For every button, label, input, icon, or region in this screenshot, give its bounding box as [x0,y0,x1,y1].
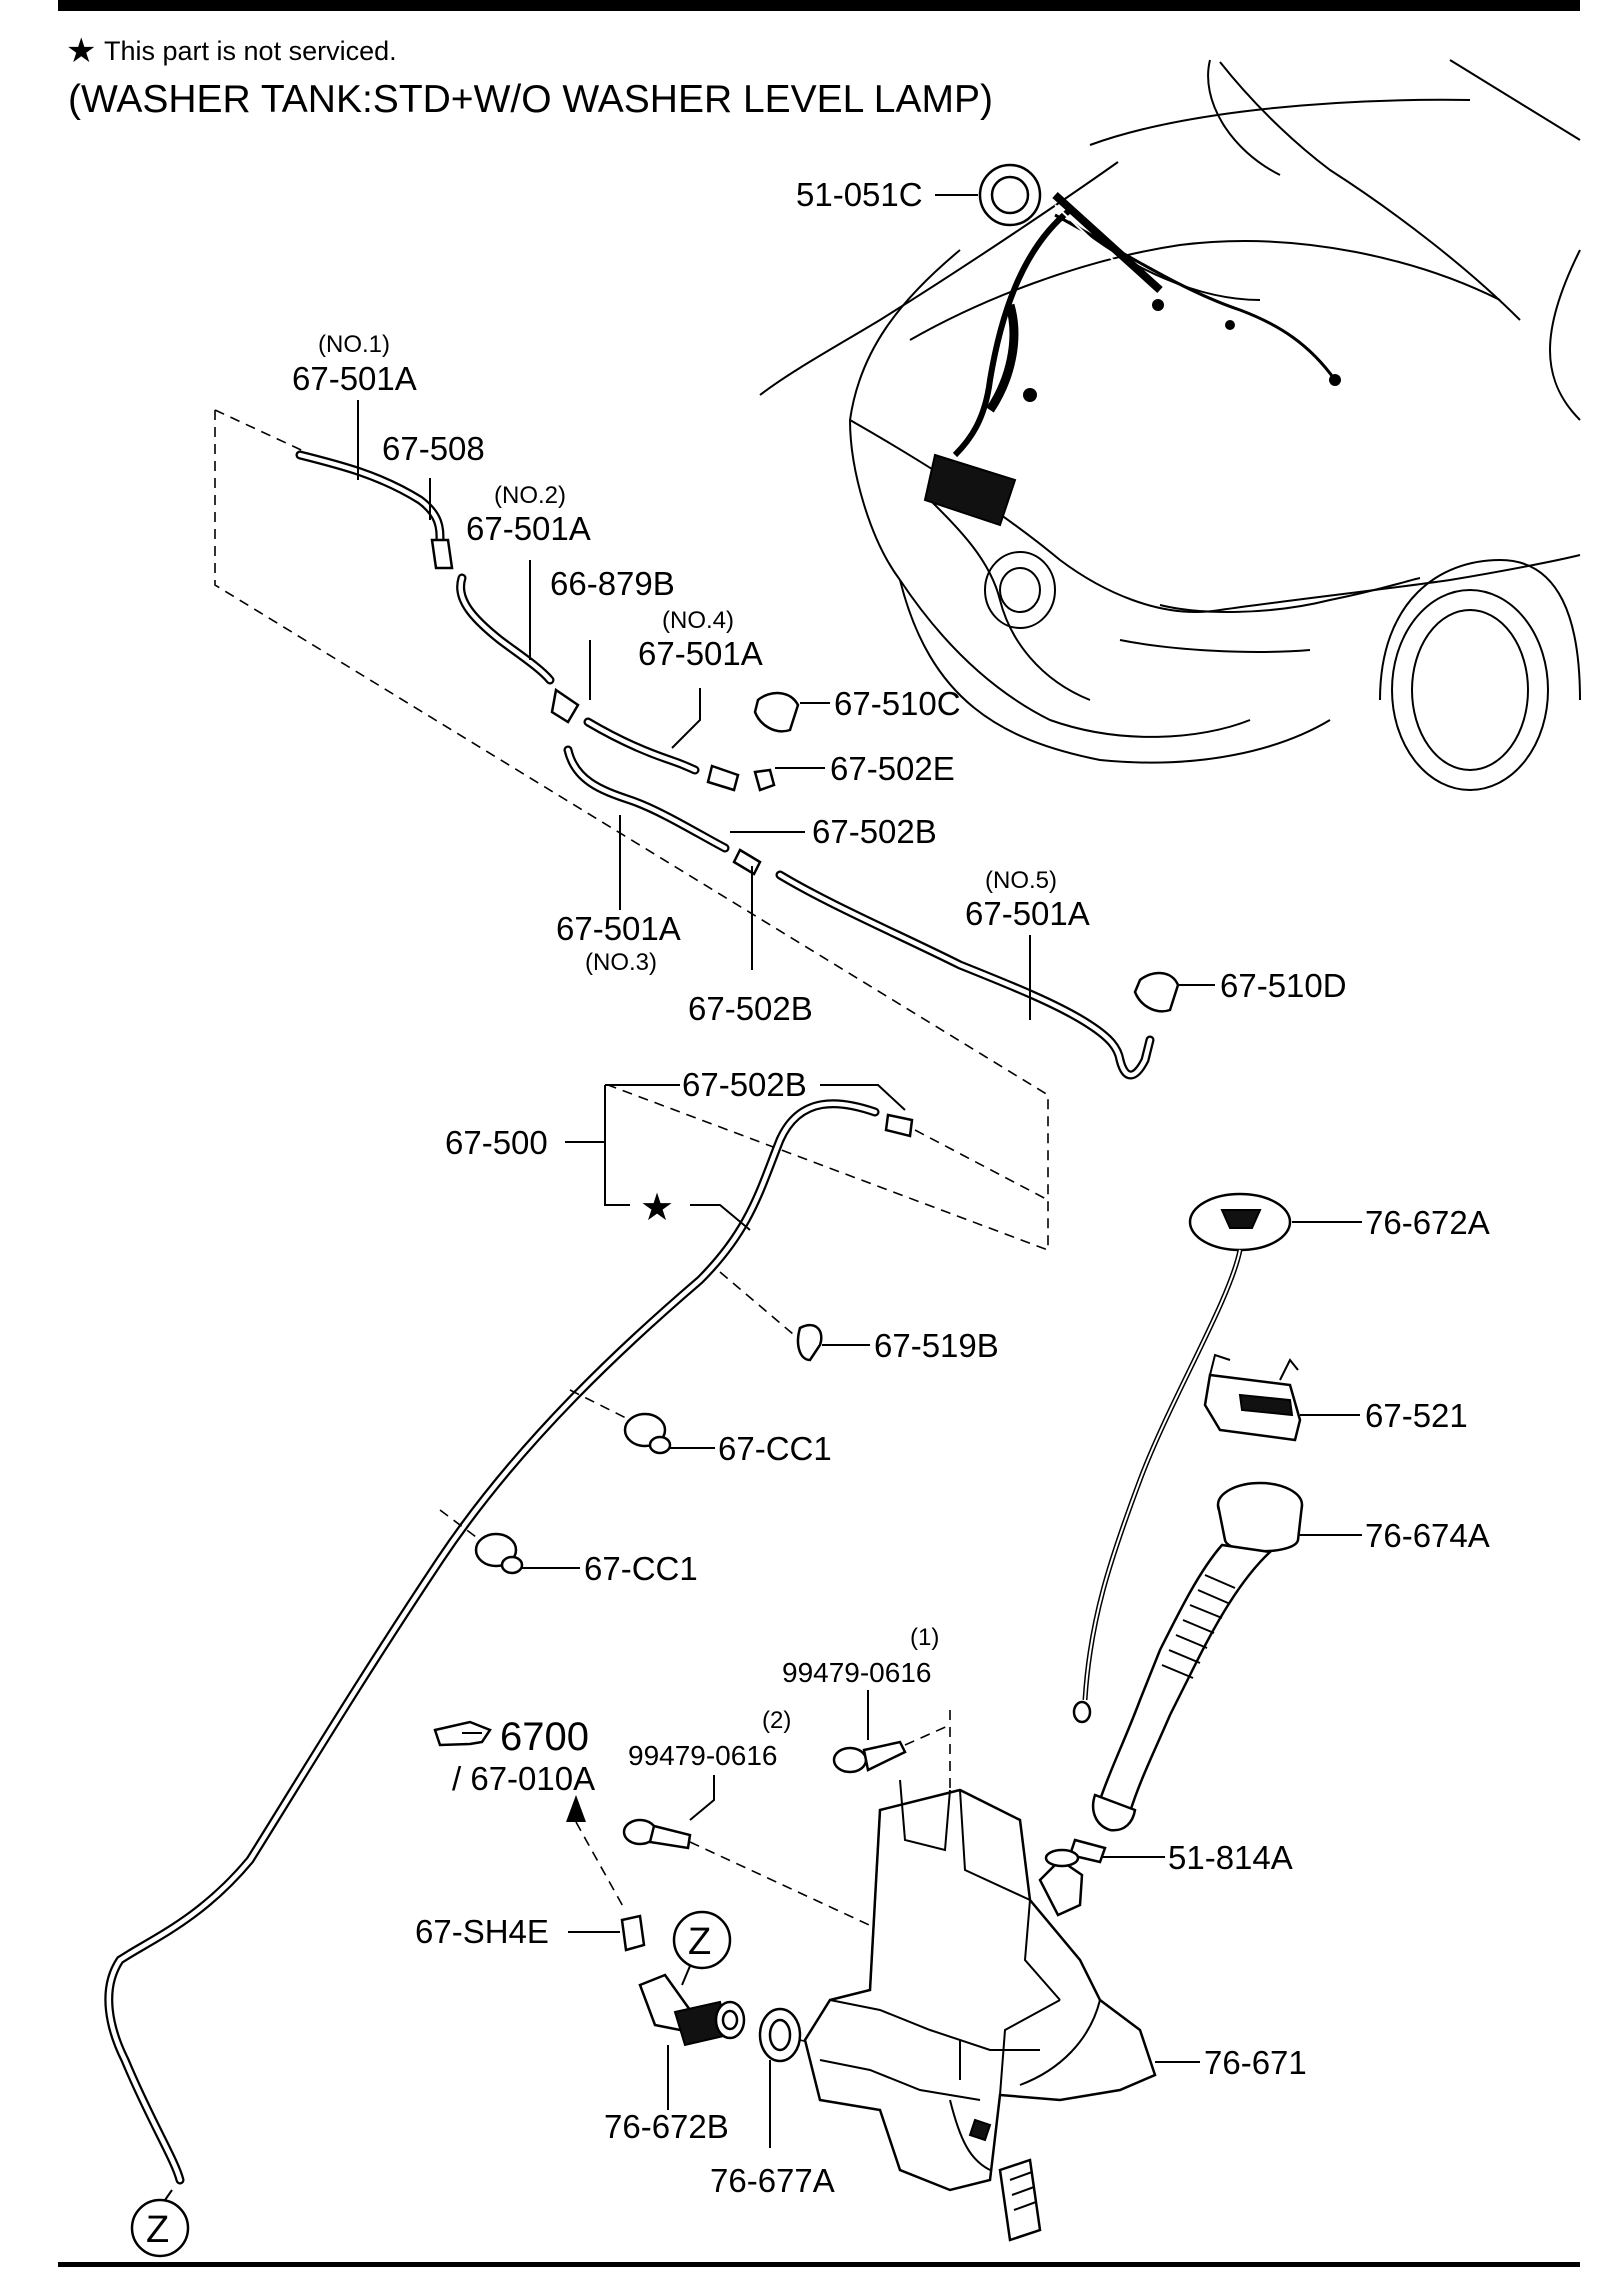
label-67-501a-no2: 67-501A [466,510,591,547]
label-67-sh4e: 67-SH4E [415,1913,549,1950]
connector-67-sh4e [620,1914,646,1952]
label-76-671: 76-671 [1204,2044,1307,2081]
reference-code: 6700 [500,1715,589,1759]
washer-tank-76-671 [803,1779,1157,2242]
ref-z-bottom: Z [146,2209,169,2251]
not-serviced-star: ★ [640,1187,674,1229]
screw-99479-0616-1 [832,1740,907,1774]
notice-star: ★ [66,32,96,70]
bottom-border [58,2262,1580,2267]
label-67-508: 67-508 [382,430,485,467]
reference-hand-icon [433,1720,492,1747]
label-qty-1: (1) [910,1624,939,1651]
label-no3: (NO.3) [585,949,657,976]
label-67-502b-c: 67-502B [682,1066,807,1103]
ref-circle-z-pump [672,1910,732,1970]
label-76-672b: 76-672B [604,2108,729,2145]
joint-67-502b-a [732,848,762,876]
screw-99479-0616-2 [622,1818,692,1850]
label-no5: (NO.5) [985,867,1057,894]
notice-text: This part is not serviced. [104,36,397,66]
label-no2: (NO.2) [494,482,566,509]
pump-76-672b [638,1973,746,2047]
label-no1: (NO.1) [318,331,390,358]
label-76-677a: 76-677A [710,2162,835,2199]
label-67-cc1-b: 67-CC1 [584,1550,698,1587]
page-title: (WASHER TANK:STD+W/O WASHER LEVEL LAMP) [68,78,993,121]
hose-group-outline [214,410,1049,1252]
nozzle-67-510d [1133,971,1180,1013]
label-99479-0616-1: 99479-0616 [782,1657,931,1688]
joint-67-502b-c [884,1113,914,1138]
label-99479-0616-2: 99479-0616 [628,1740,777,1771]
ref-circle-z-bottom [130,2198,190,2258]
label-67-501a-no4: 67-501A [638,635,763,672]
label-51-814a: 51-814A [1168,1839,1293,1876]
connector-66-879b [550,687,580,724]
label-67-cc1-a: 67-CC1 [718,1430,832,1467]
label-67-510c: 67-510C [834,685,961,722]
label-67-510d: 67-510D [1220,967,1347,1004]
fitting-67-502e [706,764,740,792]
label-67-500: 67-500 [445,1124,548,1161]
label-67-502b-b: 67-502B [688,990,813,1027]
label-67-502e: 67-502E [830,750,955,787]
nozzle-67-510c [753,691,800,733]
label-67-521: 67-521 [1365,1397,1468,1434]
label-67-501a-no5: 67-501A [965,895,1090,932]
label-67-501a-no1: 67-501A [292,360,417,397]
label-67-502b-a: 67-502B [812,813,937,850]
label-76-674a: 76-674A [1365,1517,1490,1554]
label-no4: (NO.4) [662,607,734,634]
label-66-879b: 66-879B [550,565,675,602]
clip-67-519b [796,1323,823,1362]
car-front-illustration [759,59,1581,791]
reference-sub: / 67-010A [452,1760,595,1797]
ref-z-pump: Z [688,1921,711,1963]
label-76-672a: 76-672A [1365,1204,1490,1241]
label-51-051c: 51-051C [796,176,923,213]
filler-pipe-76-674a [1091,1481,1304,1832]
top-border [58,0,1580,11]
label-qty-2: (2) [762,1707,791,1734]
label-67-501a-no3: 67-501A [556,910,681,947]
label-67-519b: 67-519B [874,1327,999,1364]
joint-67-508 [430,538,454,570]
